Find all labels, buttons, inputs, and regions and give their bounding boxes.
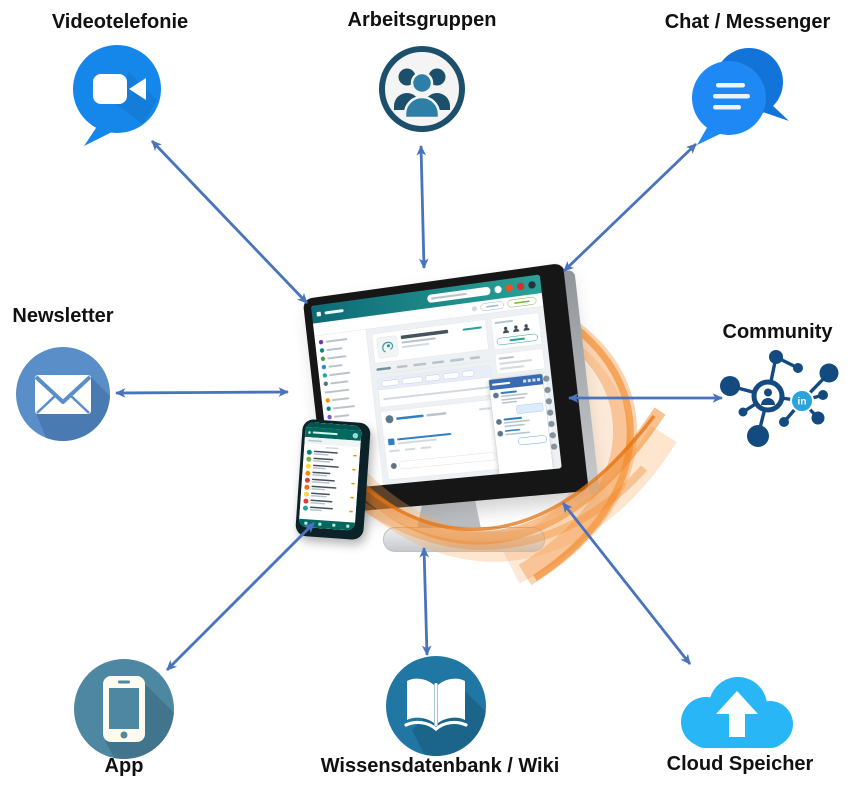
arrow-wiki [419, 547, 432, 656]
screen-members-widget [490, 312, 543, 351]
sidebar-skeleton-item [325, 393, 369, 403]
label-app: App [104, 755, 144, 777]
phone-avatar [352, 432, 359, 439]
wiki-book-icon [386, 656, 486, 756]
arrow-app [166, 522, 315, 671]
screen-notifications-icon [516, 282, 525, 291]
label-chat-messenger: Chat / Messenger [664, 11, 831, 33]
screen-action-button-1 [480, 300, 505, 312]
arrow-newsletter [115, 387, 289, 398]
smartphone [295, 418, 371, 541]
label-newsletter: Newsletter [12, 305, 114, 327]
screen-events-widget [494, 348, 546, 375]
monitor-screen [310, 274, 562, 490]
sidebar-skeleton-item [326, 402, 370, 412]
community-network-icon: in [720, 350, 839, 447]
chat-messenger-icon [692, 48, 789, 145]
sidebar-skeleton-item [327, 410, 371, 420]
monitor [302, 262, 590, 514]
screen-profile-header [371, 319, 489, 364]
label-community: Community [722, 321, 833, 343]
intranet-ui [310, 274, 562, 490]
community-hub-text: in [798, 397, 807, 408]
label-videotelefonie: Videotelefonie [51, 11, 189, 33]
screen-user-avatar [527, 280, 537, 290]
label-cloud-speicher: Cloud Speicher [666, 753, 814, 775]
screen-group-avatar [376, 335, 400, 359]
workgroups-icon [379, 46, 465, 132]
arrow-videotelefonie [150, 140, 309, 304]
cloud-upload-icon [681, 677, 793, 748]
monitor-stand-base [383, 527, 545, 552]
sidebar-skeleton-item [324, 385, 368, 395]
label-arbeitsgruppen: Arbeitsgruppen [347, 9, 497, 31]
arrow-cloud-speicher [561, 502, 692, 665]
screen-main-column [366, 313, 508, 485]
screen-apps-icon [505, 283, 514, 293]
screen-logo-text [324, 309, 344, 315]
screen-help-icon [494, 285, 503, 294]
screen-logo-icon [316, 311, 322, 317]
app-smartphone-icon [74, 659, 174, 759]
smartphone-screen [298, 421, 362, 531]
label-wissensdatenbank-wiki: Wissensdatenbank / Wiki [320, 755, 560, 777]
screen-action-button-2 [507, 296, 537, 308]
screen-activity-feed [380, 398, 503, 481]
video-call-icon [73, 45, 161, 146]
phone-chat-list [299, 448, 360, 522]
arrow-arbeitsgruppen [416, 145, 429, 269]
newsletter-envelope-icon [16, 347, 110, 441]
arrow-chat-messenger [563, 142, 697, 273]
